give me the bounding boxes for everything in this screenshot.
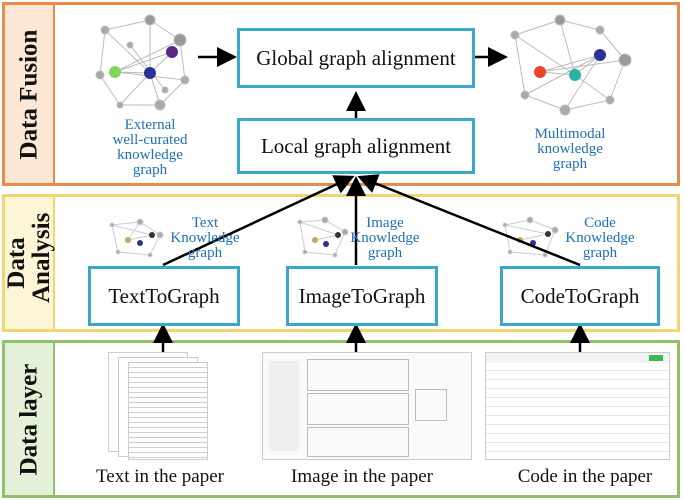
image-kg-icon bbox=[297, 216, 349, 258]
data-analysis-label-panel: Data Analysis bbox=[3, 197, 55, 329]
repo-code-button bbox=[649, 355, 663, 361]
local-graph-alignment-box: Local graph alignment bbox=[237, 118, 475, 174]
data-layer-label-panel: Data layer bbox=[5, 343, 55, 495]
multimodal-kg-caption-line: knowledge bbox=[537, 141, 603, 157]
code-repository-thumbnail bbox=[485, 352, 670, 460]
text-kg-caption-line: Text bbox=[191, 215, 219, 231]
code-kg-caption-line: Knowledge bbox=[565, 230, 635, 246]
code-kg-caption-line: Code bbox=[584, 215, 616, 231]
image-kg-caption: Image Knowledge graph bbox=[350, 216, 420, 261]
figure-panel bbox=[307, 359, 409, 391]
code-kg-icon bbox=[502, 216, 559, 258]
multimodal-kg-caption: Multimodal knowledge graph bbox=[515, 127, 625, 172]
text-kg-icon bbox=[109, 218, 164, 258]
external-kg-caption-line: External bbox=[124, 117, 176, 133]
text-kg-caption: Text Knowledge graph bbox=[170, 216, 240, 261]
image-kg-caption-line: graph bbox=[367, 245, 403, 261]
paper-pages-thumbnail bbox=[108, 352, 213, 460]
image-in-paper-caption: Image in the paper bbox=[291, 466, 433, 487]
figure-panel bbox=[307, 393, 409, 425]
multimodal-kg-caption-line: Multimodal bbox=[534, 126, 606, 142]
figure-panel bbox=[415, 389, 447, 421]
external-kg-caption-line: well-curated bbox=[112, 132, 188, 148]
paper-page bbox=[128, 362, 208, 460]
text-to-graph-box: TextToGraph bbox=[88, 266, 240, 326]
global-graph-alignment-box: Global graph alignment bbox=[237, 28, 475, 88]
image-kg-caption-line: Knowledge bbox=[350, 230, 420, 246]
multimodal-kg-caption-line: graph bbox=[552, 156, 588, 172]
text-kg-caption-line: Knowledge bbox=[170, 230, 240, 246]
external-kg-caption-line: graph bbox=[132, 162, 168, 178]
code-kg-caption-line: graph bbox=[582, 245, 618, 261]
multimodal-knowledge-graph-icon bbox=[510, 14, 632, 116]
image-figure-thumbnail bbox=[262, 352, 472, 460]
text-in-paper-caption: Text in the paper bbox=[96, 466, 224, 487]
external-kg-caption: External well-curated knowledge graph bbox=[90, 118, 210, 178]
code-kg-caption: Code Knowledge graph bbox=[565, 216, 635, 261]
code-to-graph-box: CodeToGraph bbox=[500, 266, 660, 326]
external-knowledge-graph-icon bbox=[95, 14, 190, 111]
image-to-graph-box: ImageToGraph bbox=[286, 266, 438, 326]
figure-panel bbox=[307, 427, 409, 457]
repo-header-bar bbox=[486, 353, 669, 363]
text-kg-caption-line: graph bbox=[187, 245, 223, 261]
external-kg-caption-line: knowledge bbox=[117, 147, 183, 163]
image-kg-caption-line: Image bbox=[366, 215, 404, 231]
data-fusion-label-panel: Data Fusion bbox=[5, 5, 55, 183]
code-in-paper-caption: Code in the paper bbox=[517, 466, 653, 487]
arrows bbox=[153, 47, 590, 352]
